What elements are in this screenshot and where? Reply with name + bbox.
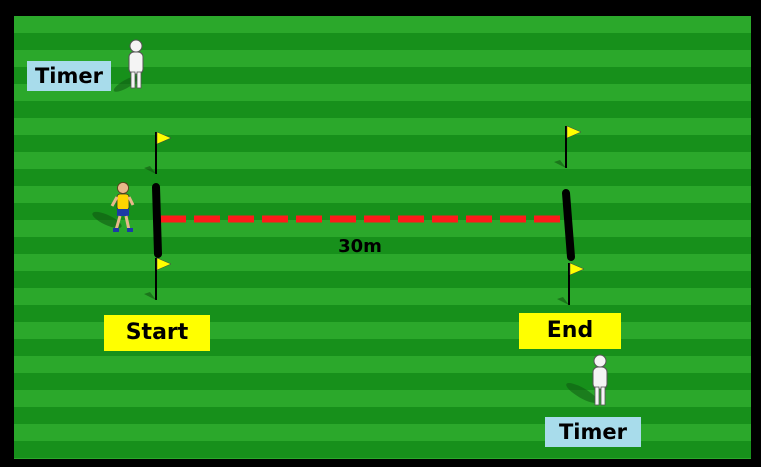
corner-flag-icon (144, 131, 172, 174)
start-gate (152, 183, 162, 258)
end-gate (562, 189, 575, 261)
grass-stripe (14, 390, 751, 407)
distance-label: 30m (338, 236, 382, 257)
timer-label-bottom: Timer (545, 417, 641, 447)
grass-stripe (14, 169, 751, 186)
corner-flag-icon (144, 257, 172, 300)
grass-stripe (14, 101, 751, 118)
grass-stripe (14, 118, 751, 135)
end-label: End (519, 313, 621, 349)
grass-stripe (14, 271, 751, 288)
corner-flag-icon (557, 262, 585, 305)
grass-stripe (14, 458, 751, 459)
grass-stripe (14, 135, 751, 152)
start-label: Start (104, 315, 210, 351)
grass-stripe (14, 84, 751, 101)
grass-stripe (14, 288, 751, 305)
grass-stripe (14, 33, 751, 50)
grass-stripe (14, 67, 751, 84)
grass-stripe (14, 254, 751, 271)
person-silhouette-icon (566, 354, 608, 406)
person-silhouette-icon (113, 39, 144, 92)
grass-stripe (14, 356, 751, 373)
grass-stripe (14, 16, 751, 33)
runner-icon (92, 182, 135, 232)
grass-stripe (14, 373, 751, 390)
grass-stripe (14, 152, 751, 169)
grass-stripe (14, 220, 751, 237)
corner-flag-icon (554, 125, 582, 168)
grass-stripe (14, 50, 751, 67)
timer-label-top: Timer (27, 61, 111, 91)
